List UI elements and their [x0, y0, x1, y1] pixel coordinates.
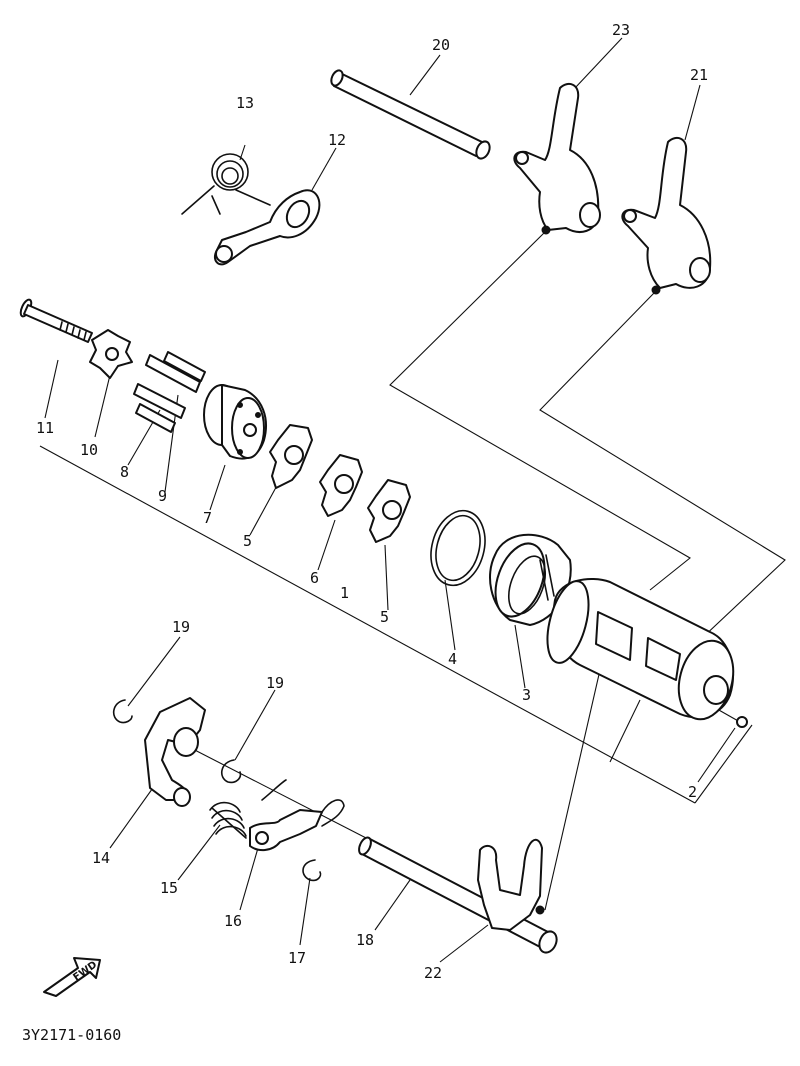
circlip-part-4: [430, 509, 486, 587]
plate-part-6: [319, 454, 363, 517]
callout-2: 2: [688, 783, 697, 801]
circlip-part-19b: [221, 759, 242, 784]
segment-part-7: [203, 384, 267, 460]
circlip-part-17: [302, 859, 322, 882]
callout-20: 20: [432, 36, 450, 54]
callout-22: 22: [424, 964, 442, 982]
callout-14: 14: [92, 849, 110, 867]
torsion-spring-part-13: [181, 153, 271, 215]
lock-washer-part-10: [89, 329, 133, 379]
diagram-code: 3Y2171-0160: [22, 1026, 121, 1044]
callout-9: 9: [158, 487, 167, 505]
callout-11: 11: [36, 419, 54, 437]
callout-labels: 1 2 3 4 5 5 6 7 8 9 10 11 12 13 14 15 16…: [36, 21, 708, 982]
callout-15: 15: [160, 879, 178, 897]
callout-23: 23: [612, 21, 630, 39]
callout-12: 12: [328, 131, 346, 149]
callout-5b: 5: [380, 608, 389, 626]
callout-16: 16: [224, 912, 242, 930]
shift-fork-part-23: [513, 82, 601, 235]
callout-13: 13: [236, 94, 254, 112]
callout-3: 3: [522, 686, 531, 704]
plate-part-5a: [269, 424, 313, 489]
shift-fork-part-22: [477, 838, 545, 931]
pin-part-2: [736, 716, 748, 728]
callout-17: 17: [288, 949, 306, 967]
callout-18: 18: [356, 931, 374, 949]
plate-part-5b: [367, 479, 411, 543]
callout-19b: 19: [266, 674, 284, 692]
callout-6: 6: [310, 569, 319, 587]
callout-10: 10: [80, 441, 98, 459]
pins-part-8-9: [133, 351, 206, 433]
coil-spring-part-15: [209, 801, 247, 839]
forward-direction-arrow: FWD: [43, 957, 101, 997]
shift-fork-part-21: [621, 136, 712, 295]
callout-19a: 19: [172, 618, 190, 636]
bearing-part-3: [489, 533, 572, 626]
guide-bar-part-20: [330, 69, 491, 160]
circlip-part-19a: [112, 699, 133, 724]
callout-4: 4: [448, 650, 457, 668]
callout-8: 8: [120, 463, 129, 481]
shift-arm-part-14: [144, 697, 206, 807]
bolt-part-11: [19, 298, 93, 343]
shift-drum-part-1: [546, 578, 735, 721]
stopper-lever-part-12: [214, 189, 321, 266]
callout-21: 21: [690, 66, 708, 84]
callout-7: 7: [203, 509, 212, 527]
spring-plate-part-16: [249, 779, 345, 852]
callout-5a: 5: [243, 532, 252, 550]
callout-1: 1: [340, 584, 349, 602]
